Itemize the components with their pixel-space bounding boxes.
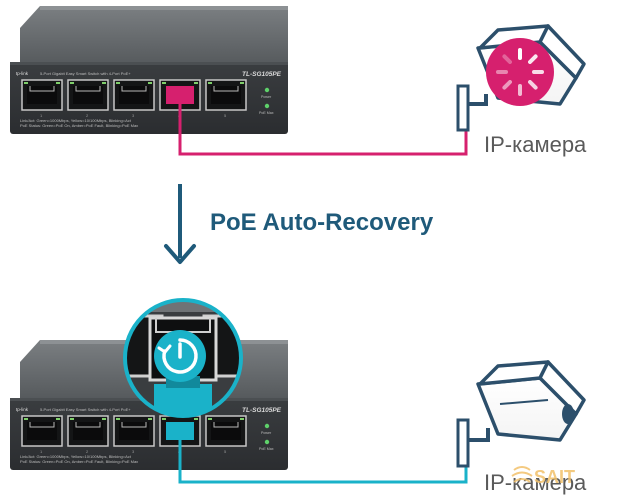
- svg-text:3: 3: [132, 113, 135, 118]
- svg-text:5: 5: [224, 113, 227, 118]
- svg-text:PoE Max: PoE Max: [259, 447, 274, 451]
- svg-text:Link/Act: Green=1000Mbps, Yell: Link/Act: Green=1000Mbps, Yellow=10/100M…: [20, 454, 132, 459]
- bottom-camera-label: IP-камера: [484, 470, 587, 495]
- top-camera-label: IP-камера: [484, 132, 587, 157]
- svg-text:2: 2: [86, 113, 89, 118]
- top-switch-brand: tp-link: [16, 71, 29, 76]
- bottom-port-5: [205, 415, 247, 447]
- power-recovery-icon: [154, 330, 206, 382]
- bottom-switch-leds: Power PoE Max: [259, 423, 274, 451]
- top-port-3: [113, 79, 155, 111]
- svg-text:Power: Power: [261, 95, 272, 99]
- top-port-2: [67, 79, 109, 111]
- top-switch: tp-link 5-Port Gigabit Easy Smart Switch…: [10, 6, 288, 134]
- bottom-port-1: [21, 415, 63, 447]
- svg-text:Power: Power: [261, 431, 272, 435]
- svg-text:2: 2: [86, 449, 89, 454]
- poe-auto-recovery-label: PoE Auto-Recovery: [210, 209, 434, 236]
- top-switch-model: TL-SG105PE: [242, 71, 282, 78]
- sait-watermark: SAIT: [511, 466, 575, 487]
- bottom-port-2: [67, 415, 109, 447]
- bottom-switch-brand: tp-link: [16, 407, 29, 412]
- bottom-ip-camera: [456, 360, 586, 468]
- down-arrow-icon: [164, 184, 196, 264]
- svg-text:5: 5: [224, 449, 227, 454]
- bottom-port-3: [113, 415, 155, 447]
- port-magnifier: [123, 298, 243, 418]
- svg-text:PoE Status: Green=PoE On, Ambe: PoE Status: Green=PoE On, Amber=PoE Faul…: [20, 123, 138, 128]
- bottom-switch-model: TL-SG105PE: [242, 407, 282, 414]
- svg-text:Link/Act: Green=1000Mbps, Yell: Link/Act: Green=1000Mbps, Yellow=10/100M…: [20, 118, 132, 123]
- top-port-1: [21, 79, 63, 111]
- top-ip-camera: [456, 24, 586, 132]
- top-switch-description: 5-Port Gigabit Easy Smart Switch with 4-…: [40, 71, 131, 76]
- top-port-5: [205, 79, 247, 111]
- watermark-text: SAIT: [534, 467, 575, 487]
- svg-text:3: 3: [132, 449, 135, 454]
- top-switch-leds: Power PoE Max: [259, 87, 274, 115]
- bottom-switch-description: 5-Port Gigabit Easy Smart Switch with 4-…: [40, 407, 131, 412]
- svg-text:PoE Max: PoE Max: [259, 111, 274, 115]
- camera-reboot-spinner-icon: [486, 38, 554, 106]
- svg-text:1: 1: [40, 449, 43, 454]
- svg-text:1: 1: [40, 113, 43, 118]
- svg-text:PoE Status: Green=PoE On, Ambe: PoE Status: Green=PoE On, Amber=PoE Faul…: [20, 459, 138, 464]
